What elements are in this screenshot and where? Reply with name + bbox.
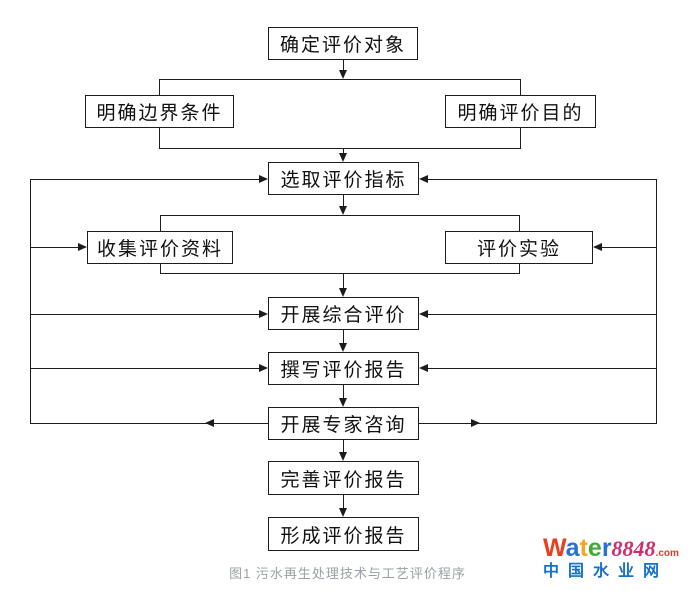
node-determine-object: 确定评价对象 <box>268 27 418 60</box>
logo-letter: W <box>543 534 566 562</box>
arrow-left-icon <box>205 419 214 427</box>
logo-tld: .com <box>655 548 679 559</box>
connector-line <box>343 273 344 289</box>
arrow-down-icon <box>339 153 347 162</box>
arrow-left-icon <box>419 310 428 318</box>
connector-line <box>160 215 161 231</box>
node-evaluation-purpose: 明确评价目的 <box>445 95 596 128</box>
connector-line <box>419 423 657 424</box>
feedback-rail-right <box>656 179 657 424</box>
arrow-down-icon <box>339 70 347 79</box>
arrow-left-icon <box>419 364 428 372</box>
logo-subtitle: 中国水业网 <box>543 563 669 580</box>
node-write-report: 撰写评价报告 <box>268 352 419 385</box>
arrow-down-icon <box>339 452 347 461</box>
connector-line <box>30 314 260 315</box>
connector-line <box>428 179 657 180</box>
connector-line <box>520 128 521 149</box>
connector-line <box>30 368 260 369</box>
logo-letter: e <box>587 534 602 562</box>
connector-line <box>343 195 344 207</box>
connector-line <box>30 179 260 180</box>
connector-line <box>343 60 344 71</box>
connector-line <box>159 128 160 149</box>
arrow-left-icon <box>419 175 428 183</box>
logo-letter: r <box>601 534 612 562</box>
connector-line <box>343 385 344 399</box>
arrow-right-icon <box>78 243 87 251</box>
arrow-right-icon <box>259 364 268 372</box>
node-expert-consultation: 开展专家咨询 <box>268 407 419 440</box>
connector-split-line <box>160 215 519 216</box>
connector-line <box>30 247 79 248</box>
arrow-right-icon <box>471 419 480 427</box>
node-collect-materials: 收集评价资料 <box>87 231 233 264</box>
connector-line <box>520 79 521 95</box>
node-select-indicators: 选取评价指标 <box>268 162 419 195</box>
connector-line <box>159 79 160 95</box>
connector-line <box>30 423 268 424</box>
connector-split-line <box>159 79 521 80</box>
node-boundary-conditions: 明确边界条件 <box>85 95 234 128</box>
node-improve-report: 完善评价报告 <box>268 461 419 495</box>
arrow-right-icon <box>259 310 268 318</box>
connector-merge-line <box>160 273 519 274</box>
arrow-left-icon <box>593 243 602 251</box>
feedback-rail-left <box>30 179 31 424</box>
water8848-logo: Water8848.com 中国水业网 <box>543 536 689 580</box>
connector-line <box>343 495 344 509</box>
node-final-report: 形成评价报告 <box>268 517 419 551</box>
arrow-down-icon <box>339 206 347 215</box>
connector-line <box>343 440 344 453</box>
connector-line <box>343 330 344 344</box>
connector-line <box>519 215 520 231</box>
connector-merge-line <box>159 148 521 149</box>
connector-line <box>343 148 344 154</box>
logo-number: 8848 <box>611 536 656 561</box>
logo-letter: t <box>579 534 588 562</box>
arrow-down-icon <box>339 398 347 407</box>
connector-line <box>160 264 161 274</box>
connector-line <box>602 247 657 248</box>
logo-letter: a <box>565 534 580 562</box>
connector-line <box>428 368 657 369</box>
figure-caption: 图1 污水再生处理技术与工艺评价程序 <box>229 566 466 581</box>
node-evaluation-experiment: 评价实验 <box>445 231 593 264</box>
node-comprehensive-evaluation: 开展综合评价 <box>268 297 419 330</box>
arrow-down-icon <box>339 508 347 517</box>
arrow-right-icon <box>259 175 268 183</box>
connector-line <box>519 264 520 274</box>
connector-line <box>428 314 657 315</box>
arrow-down-icon <box>339 343 347 352</box>
arrow-down-icon <box>339 288 347 297</box>
logo-wordmark: Water8848.com <box>543 536 689 561</box>
